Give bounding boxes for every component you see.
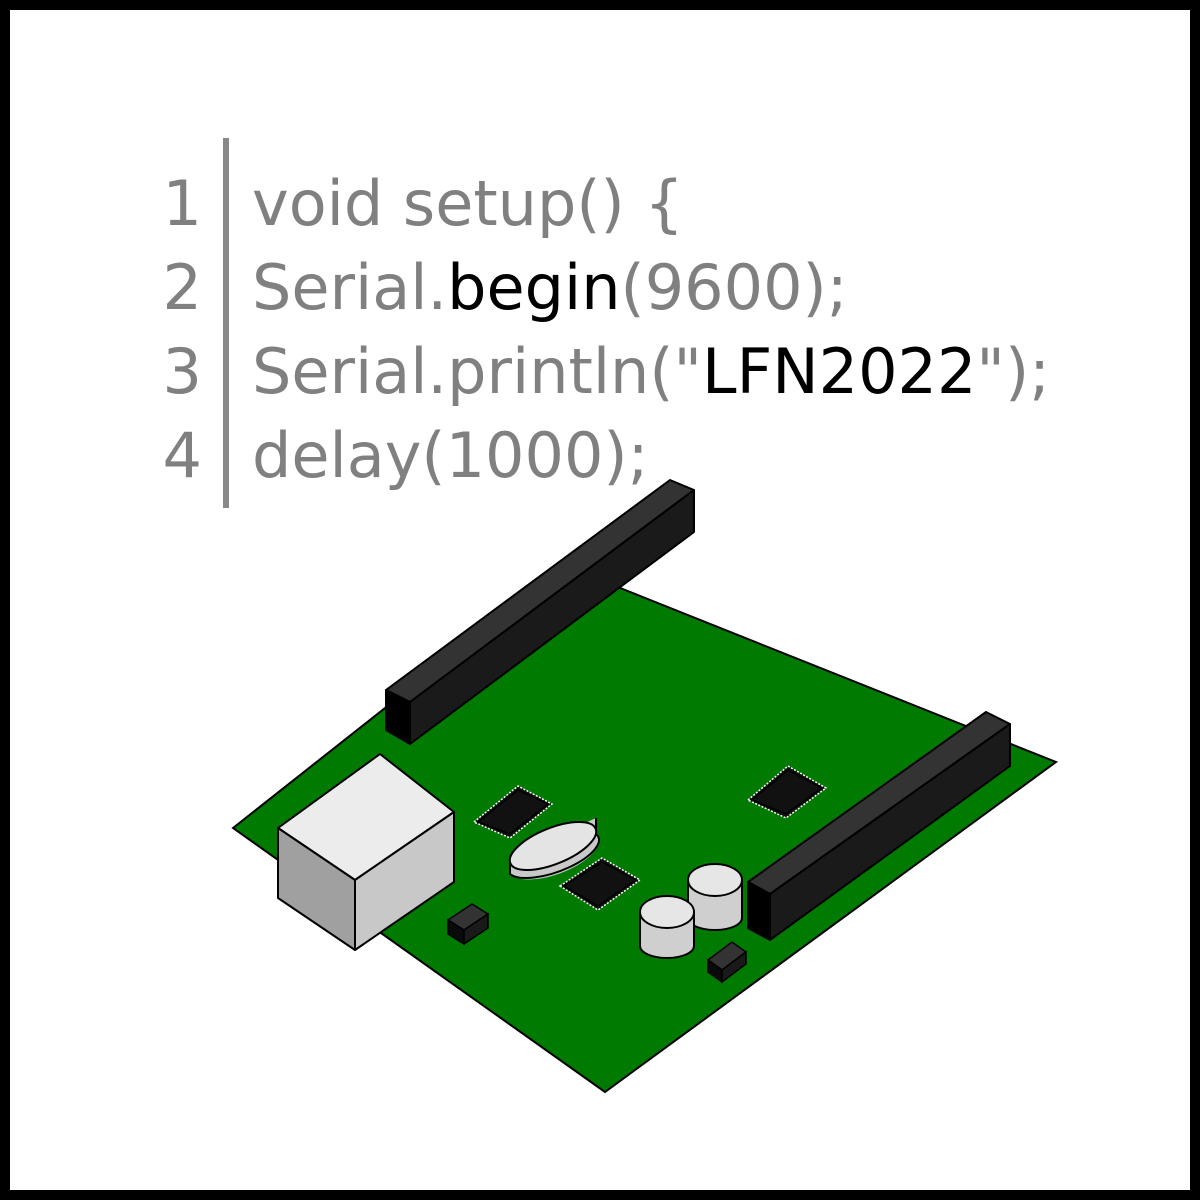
code-text: "); bbox=[976, 335, 1051, 408]
line-number: 2 bbox=[162, 251, 202, 324]
code-line-2: Serial.begin(9600); bbox=[252, 257, 848, 319]
capacitor-2 bbox=[639, 895, 695, 959]
code-text: Serial.println(" bbox=[252, 335, 703, 408]
header-right bbox=[747, 711, 1011, 941]
usb-port bbox=[277, 753, 455, 951]
code-text: (9600); bbox=[620, 251, 848, 324]
code-line-1: void setup() { bbox=[252, 173, 684, 235]
code-keyword-begin: begin bbox=[447, 251, 621, 324]
line-number-separator bbox=[223, 138, 229, 508]
line-number: 4 bbox=[162, 419, 202, 492]
code-text: void setup() { bbox=[252, 167, 684, 240]
chip-1 bbox=[472, 785, 554, 839]
chip-2 bbox=[558, 857, 642, 911]
code-line-4: delay(1000); bbox=[252, 425, 648, 487]
header-top bbox=[385, 479, 695, 745]
small-component-1 bbox=[446, 903, 490, 946]
small-component-2 bbox=[706, 941, 748, 984]
line-number: 1 bbox=[162, 167, 202, 240]
chip-3 bbox=[746, 765, 828, 819]
capacitor-1 bbox=[687, 863, 743, 931]
code-line-3: Serial.println("LFN2022"); bbox=[252, 341, 1050, 403]
code-text: delay(1000); bbox=[252, 419, 649, 492]
crystal-oscillator bbox=[508, 818, 600, 880]
line-number: 3 bbox=[162, 335, 202, 408]
code-text: Serial. bbox=[252, 251, 448, 324]
code-string-lfn2022: LFN2022 bbox=[702, 335, 977, 408]
